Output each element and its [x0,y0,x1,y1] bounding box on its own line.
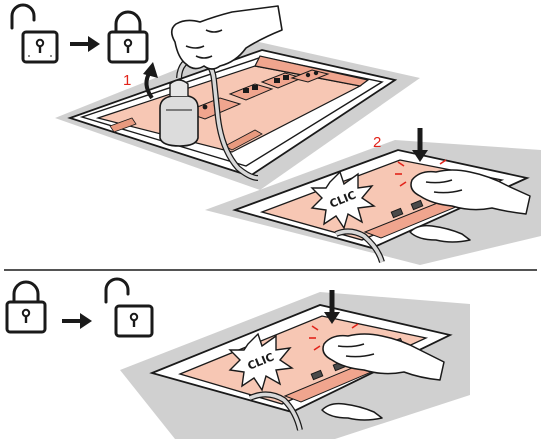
arrow-right-icon [70,36,100,52]
hand-icon [170,5,283,70]
closed-lid-scene-bottom: CLIC [120,290,470,439]
padlock-closed-icon [5,280,47,334]
arrow-right-icon [62,313,92,329]
padlock-open-icon [104,277,154,338]
padlock-closed-icon [107,10,149,64]
step-number-1: 1 [123,72,131,89]
padlock-open-icon [10,3,59,64]
step-number-2: 2 [373,134,381,151]
press-arrow-icon [412,150,428,162]
hand-icon [409,169,531,243]
hand-icon [321,333,445,421]
clic-burst [228,332,294,392]
open-socket-box-scene: 1 [55,5,420,190]
motion-marks [309,323,359,351]
motion-marks [395,159,447,187]
rotate-arrow-icon [143,62,158,78]
clic-burst [310,170,376,230]
press-arrow-icon [324,312,340,324]
closed-lid-scene-top: CLIC 2 [205,128,541,265]
